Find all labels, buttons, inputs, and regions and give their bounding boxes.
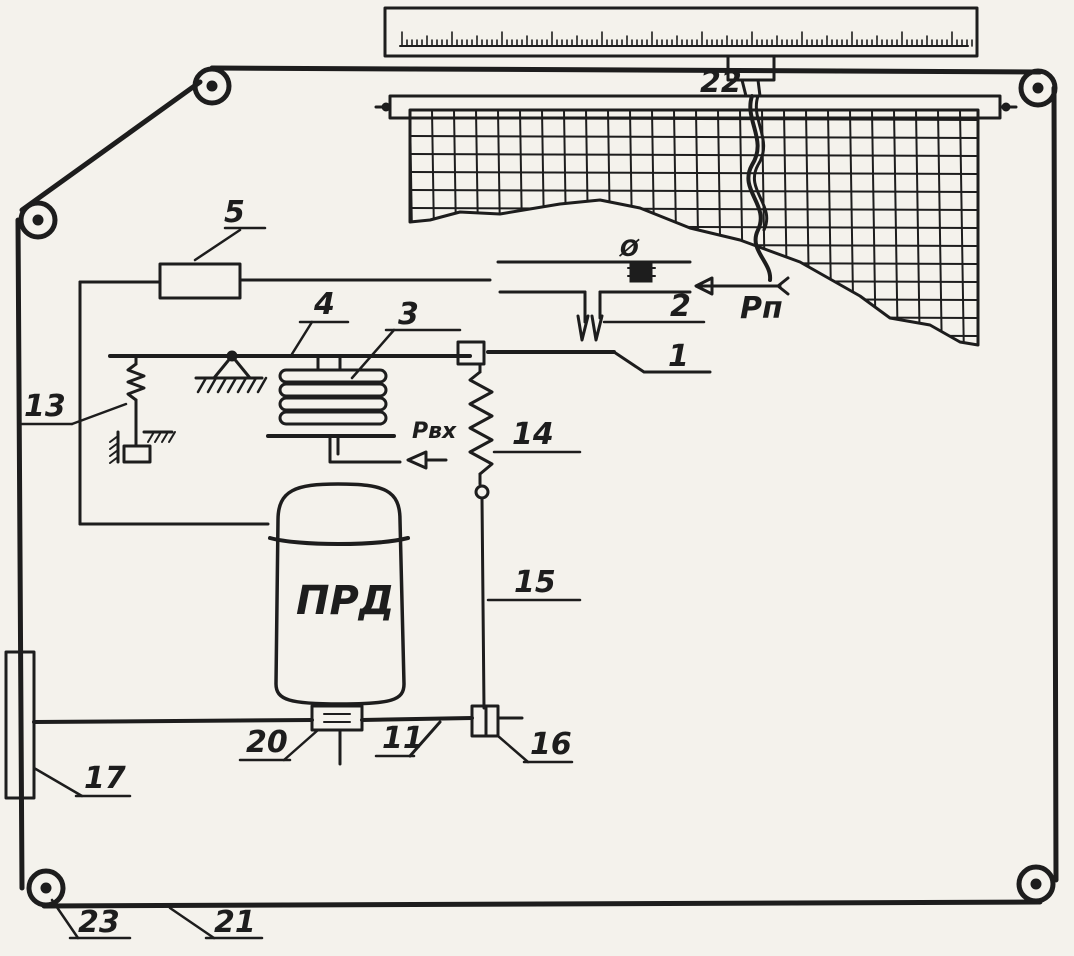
label-16: 16	[530, 727, 572, 762]
pulley-top-left	[192, 66, 232, 106]
pen-carriage	[726, 54, 776, 282]
label-2: 2	[670, 289, 691, 324]
label-1: 1	[668, 339, 689, 374]
label-15: 15	[514, 565, 556, 600]
drive-roller-17	[4, 650, 132, 800]
leaders-bottom	[50, 898, 264, 940]
label-5: 5	[224, 195, 245, 230]
feedback-spring-14	[468, 362, 582, 500]
nozzle-mark: Ø	[618, 237, 640, 262]
pulley-bottom-left	[26, 868, 66, 908]
label-p-n: Pп	[740, 291, 783, 326]
chart-paper	[374, 94, 1018, 347]
label-22: 22	[700, 65, 742, 100]
label-23: 23	[78, 905, 120, 940]
label-20: 20	[246, 725, 288, 760]
motor-label: ПРД	[296, 578, 394, 624]
label-4: 4	[313, 287, 335, 322]
amplifier-5	[78, 226, 492, 526]
pulley-left	[18, 200, 58, 240]
label-14: 14	[512, 417, 554, 452]
lever-beam	[108, 320, 712, 394]
label-11: 11	[382, 721, 424, 756]
label-3: 3	[398, 297, 419, 332]
rod-15	[480, 496, 582, 710]
tape-belt	[15, 65, 1059, 909]
pulley-bottom-right	[1016, 864, 1056, 904]
bellows-3	[266, 328, 462, 470]
label-p-in: Pвх	[412, 419, 457, 444]
label-21: 21	[214, 905, 256, 940]
drive-shaft-11	[32, 716, 474, 758]
zero-spring-13	[20, 354, 176, 464]
nozzle-assembly	[496, 260, 790, 342]
gear-20	[238, 728, 320, 762]
pulley-top-right	[1018, 68, 1058, 108]
label-17: 17	[84, 761, 126, 796]
clutch-16	[470, 704, 574, 764]
scale-ruler	[383, 6, 979, 58]
label-13: 13	[24, 389, 66, 424]
